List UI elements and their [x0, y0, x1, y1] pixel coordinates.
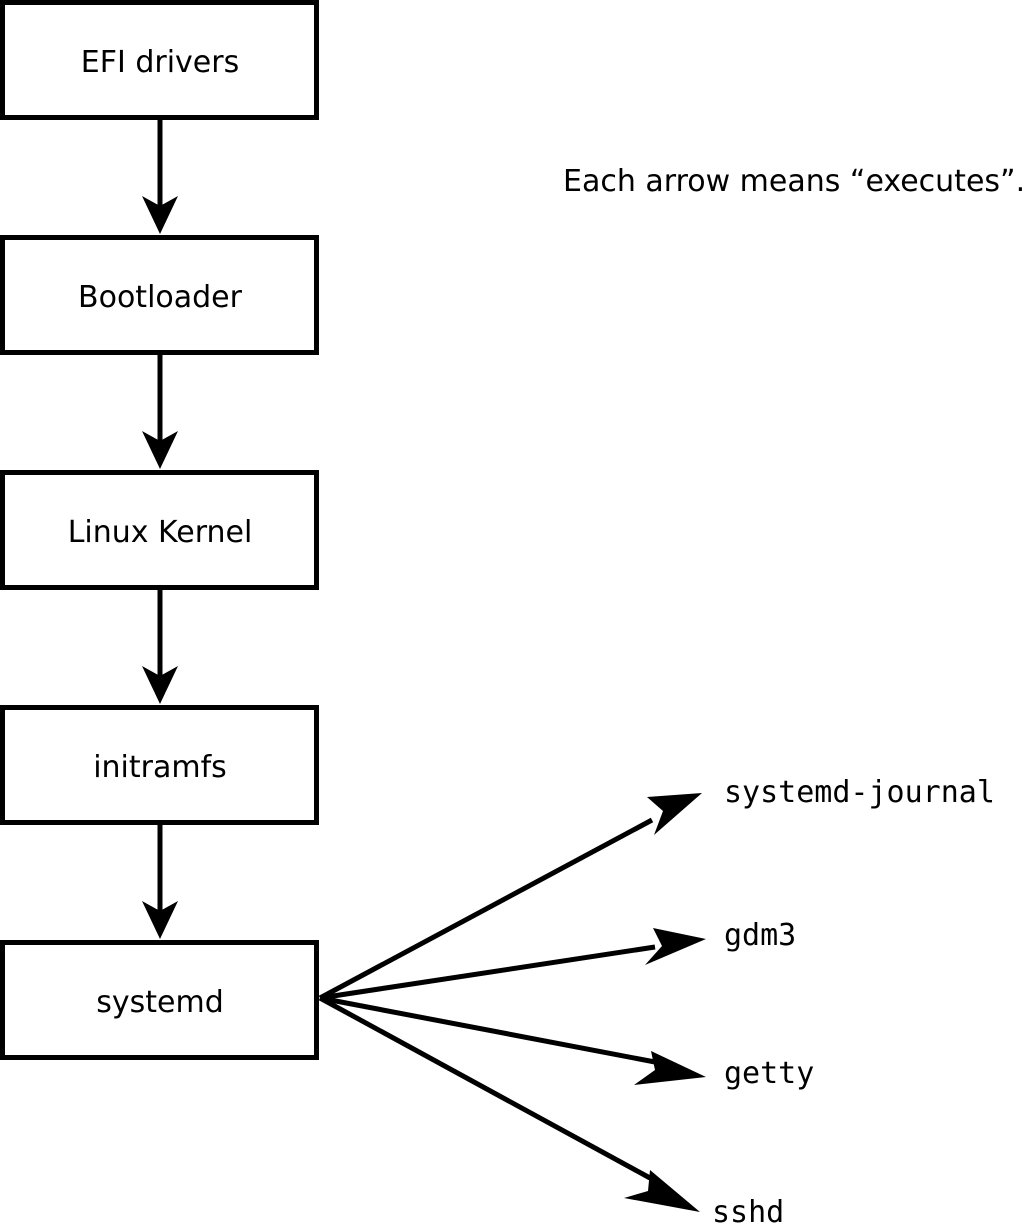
- service-edges: [318, 793, 706, 1212]
- box-label-systemd: systemd: [96, 985, 224, 1020]
- box-initramfs[interactable]: initramfs: [0, 705, 319, 825]
- service-label-sshd: sshd: [712, 1195, 784, 1230]
- box-label-initramfs: initramfs: [93, 750, 227, 785]
- box-label-linux-kernel: Linux Kernel: [68, 515, 253, 550]
- edge-bootloader-to-linux-kernel: [142, 353, 178, 469]
- edge-systemd-to-gdm3: [319, 928, 706, 1001]
- service-label-systemd-journal: systemd-journal: [724, 775, 995, 810]
- chain-edges: [142, 118, 178, 939]
- edge-efi-drivers-to-bootloader: [142, 118, 178, 234]
- service-label-gdm3: gdm3: [724, 918, 796, 953]
- edge-linux-kernel-to-initramfs: [142, 588, 178, 704]
- box-systemd[interactable]: systemd: [0, 940, 319, 1060]
- service-label-getty: getty: [724, 1056, 814, 1091]
- box-linux-kernel[interactable]: Linux Kernel: [0, 470, 319, 590]
- box-bootloader[interactable]: Bootloader: [0, 235, 319, 355]
- box-efi-drivers[interactable]: EFI drivers: [0, 0, 319, 120]
- edge-systemd-to-getty: [319, 995, 706, 1085]
- edge-systemd-to-systemd-journal: [318, 793, 702, 1001]
- edge-initramfs-to-systemd: [142, 823, 178, 939]
- edge-systemd-to-sshd: [318, 995, 700, 1212]
- box-label-efi-drivers: EFI drivers: [81, 45, 239, 80]
- box-label-bootloader: Bootloader: [78, 280, 243, 315]
- legend-text: Each arrow means “executes”.: [563, 164, 1023, 199]
